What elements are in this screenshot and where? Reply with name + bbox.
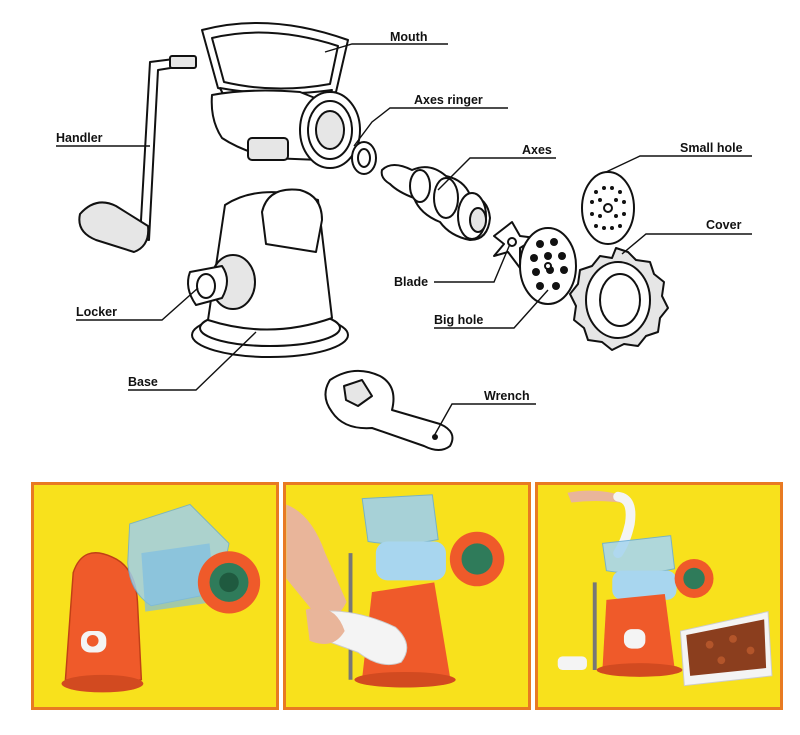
- cover-part: [569, 247, 669, 351]
- axes-label: Axes: [522, 143, 552, 157]
- wrench-label: Wrench: [484, 389, 530, 403]
- axes-ringer-part: [351, 141, 377, 175]
- photo-panel-grinding: [535, 482, 783, 710]
- photo-grinding-illustration: [557, 490, 773, 687]
- wrench-part: [324, 369, 454, 451]
- locker-part: [187, 254, 256, 310]
- cover-label: Cover: [706, 218, 742, 232]
- photo-parts-illustration: [61, 503, 261, 693]
- axes-ringer-label: Axes ringer: [414, 93, 483, 107]
- locker-label: Locker: [76, 305, 117, 319]
- grinder-body-part: [210, 89, 361, 169]
- handler-part: [78, 55, 197, 253]
- blade-label: Blade: [394, 275, 428, 289]
- small-hole-label: Small hole: [680, 141, 743, 155]
- handler-label: Handler: [56, 131, 103, 145]
- axes-part: [380, 164, 491, 241]
- exploded-parts-diagram: Mouth Axes ringer Axes Small hole Handle…: [56, 21, 752, 451]
- photo-panel-assembly: [283, 482, 531, 710]
- small-hole-plate-part: [581, 171, 635, 245]
- big-hole-label: Big hole: [434, 313, 483, 327]
- big-hole-plate-part: [519, 227, 577, 305]
- photo-panel-parts: [31, 482, 279, 710]
- mouth-label: Mouth: [390, 30, 427, 44]
- base-label: Base: [128, 375, 158, 389]
- photo-assembly-illustration: [286, 494, 505, 688]
